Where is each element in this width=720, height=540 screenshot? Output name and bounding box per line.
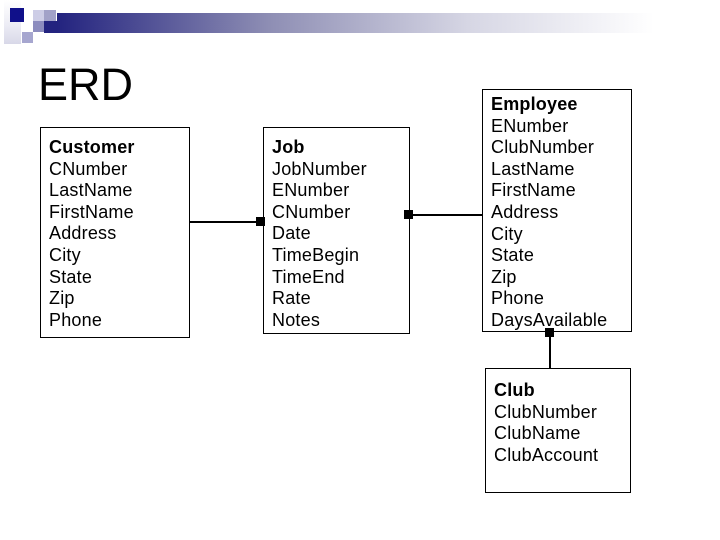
attribute-row: Phone (491, 288, 545, 309)
entity-title: Employee (491, 94, 578, 114)
attribute-row: TimeBegin (272, 244, 360, 265)
decoration-bar-stub (44, 21, 58, 33)
attribute-row: State (49, 266, 93, 287)
connector-anchor-square (404, 210, 413, 219)
decoration-lavender-square (33, 10, 44, 21)
connector-anchor-square (545, 328, 554, 337)
attribute-row: Rate (272, 288, 311, 309)
attribute-row: ClubNumber (494, 401, 598, 422)
decoration-navy-square (10, 8, 24, 22)
connector-anchor-square (256, 217, 265, 226)
attribute-row: Address (491, 201, 559, 222)
attribute-row: CNumber (272, 201, 351, 222)
attribute-row: Address (49, 223, 117, 244)
attribute-row: City (49, 244, 81, 265)
attribute-row: Zip (491, 266, 517, 287)
attribute-row: Zip (49, 288, 75, 309)
attribute-row: Notes (272, 309, 321, 330)
decoration-grayblue-square (44, 10, 56, 22)
decoration-gradient-bar (57, 13, 720, 33)
attribute-row: ENumber (272, 180, 350, 201)
attribute-row: State (491, 245, 535, 266)
connector-customer-job (190, 221, 263, 223)
decoration-lavender-square-2 (22, 32, 33, 43)
connector-employee-club (549, 332, 551, 368)
attribute-row: Phone (49, 309, 103, 330)
decoration-gradient-strip (4, 0, 21, 44)
entity-title: Job (272, 137, 305, 157)
attribute-row: JobNumber (272, 158, 367, 179)
attribute-row: CNumber (49, 158, 128, 179)
entity-title: Club (494, 380, 535, 400)
attribute-row: ClubName (494, 423, 581, 444)
attribute-row: ClubNumber (491, 137, 595, 158)
attribute-row: LastName (49, 180, 133, 201)
attribute-row: Date (272, 223, 311, 244)
attribute-row: City (491, 223, 523, 244)
attribute-row: TimeEnd (272, 266, 345, 287)
attribute-row: FirstName (491, 180, 576, 201)
attribute-row: ENumber (491, 115, 569, 136)
attribute-row: DaysAvailable (491, 309, 608, 330)
slide-title: ERD (38, 59, 134, 110)
attribute-row: LastName (491, 158, 575, 179)
decoration-slate-square (33, 21, 44, 32)
attribute-row: FirstName (49, 201, 134, 222)
attribute-row: ClubAccount (494, 444, 599, 465)
connector-job-employee (410, 214, 482, 216)
entity-title: Customer (49, 137, 135, 157)
